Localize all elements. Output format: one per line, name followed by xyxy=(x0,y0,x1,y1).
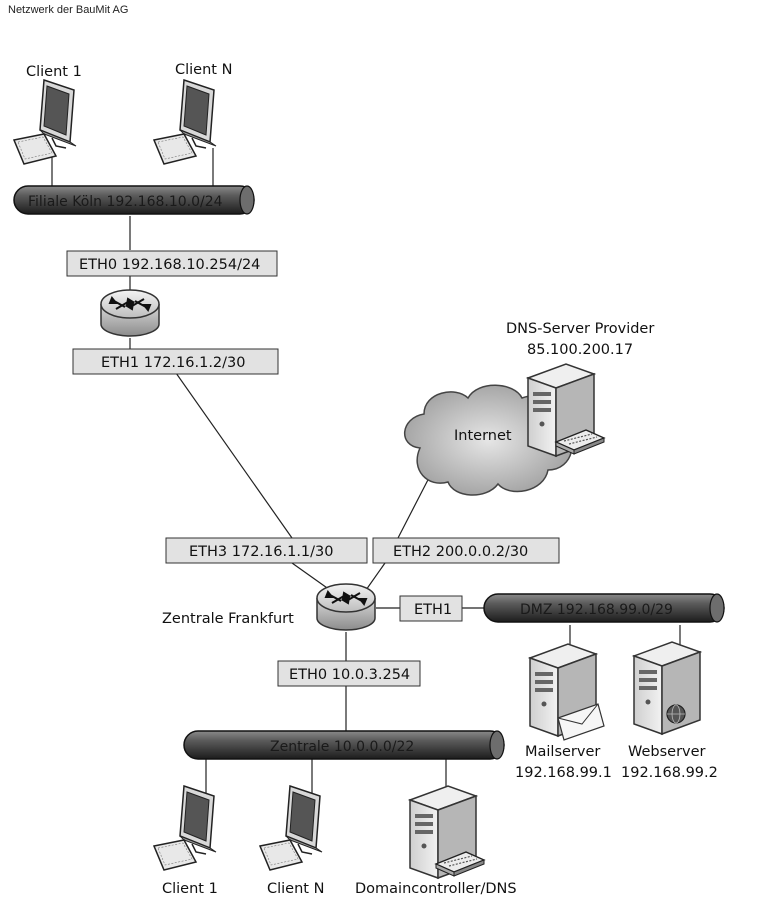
frankfurt-eth1-box: ETH1 xyxy=(399,595,463,622)
zentrale-client1-workstation-icon xyxy=(153,785,217,871)
internet-cloud-label: Internet xyxy=(454,428,512,444)
frankfurt-eth0-label: ETH0 10.0.3.254 xyxy=(289,667,410,683)
webserver-icon xyxy=(633,641,701,735)
koeln-eth0-label: ETH0 192.168.10.254/24 xyxy=(79,257,260,273)
zentrale-bus-label: Zentrale 10.0.0.0/22 xyxy=(270,739,414,755)
koeln-eth0-box: ETH0 192.168.10.254/24 xyxy=(66,250,278,277)
dmz-bus-label: DMZ 192.168.99.0/29 xyxy=(520,602,673,618)
webserver-ip: 192.168.99.2 xyxy=(621,765,718,781)
zentrale-bus: Zentrale 10.0.0.0/22 xyxy=(183,730,505,760)
frankfurt-eth2-box: ETH2 200.0.0.2/30 xyxy=(372,537,560,564)
dns-provider-ip: 85.100.200.17 xyxy=(527,342,633,358)
dns-provider-name: DNS-Server Provider xyxy=(506,321,654,337)
zentrale-clientN-workstation-icon xyxy=(259,785,323,871)
koeln-client1-label: Client 1 xyxy=(26,64,82,80)
koeln-clientN-workstation-icon xyxy=(153,79,217,165)
frankfurt-router-label: Zentrale Frankfurt xyxy=(162,611,294,627)
mail-envelope-icon xyxy=(557,703,605,741)
koeln-eth1-label: ETH1 172.16.1.2/30 xyxy=(101,355,246,371)
page-title: Netzwerk der BauMit AG xyxy=(8,4,129,16)
dmz-bus: DMZ 192.168.99.0/29 xyxy=(483,593,725,623)
koeln-bus: Filiale Köln 192.168.10.0/24 xyxy=(13,185,255,215)
frankfurt-eth2-label: ETH2 200.0.0.2/30 xyxy=(393,544,528,560)
mailserver-ip: 192.168.99.1 xyxy=(515,765,612,781)
frankfurt-eth3-box: ETH3 172.16.1.1/30 xyxy=(165,537,368,564)
link-koeln-frankfurt xyxy=(175,372,293,539)
koeln-client1-workstation-icon xyxy=(13,79,77,165)
koeln-bus-label: Filiale Köln 192.168.10.0/24 xyxy=(28,194,223,210)
zentrale-client1-label: Client 1 xyxy=(162,881,218,897)
frankfurt-eth0-box: ETH0 10.0.3.254 xyxy=(277,660,421,687)
frankfurt-router-icon xyxy=(316,583,376,631)
link-eth3-router xyxy=(291,562,331,591)
globe-icon xyxy=(666,704,686,724)
koeln-router-icon xyxy=(100,289,160,337)
link-internet-eth2 xyxy=(397,471,433,539)
koeln-eth1-box: ETH1 172.16.1.2/30 xyxy=(72,348,279,375)
domaincontroller-label: Domaincontroller/DNS xyxy=(355,881,517,897)
webserver-name: Webserver xyxy=(628,744,706,760)
koeln-clientN-label: Client N xyxy=(175,62,232,78)
zentrale-clientN-label: Client N xyxy=(267,881,324,897)
link-eth2-router xyxy=(365,562,386,591)
frankfurt-eth3-label: ETH3 172.16.1.1/30 xyxy=(189,544,334,560)
frankfurt-eth1-label: ETH1 xyxy=(414,602,452,618)
mailserver-name: Mailserver xyxy=(525,744,600,760)
